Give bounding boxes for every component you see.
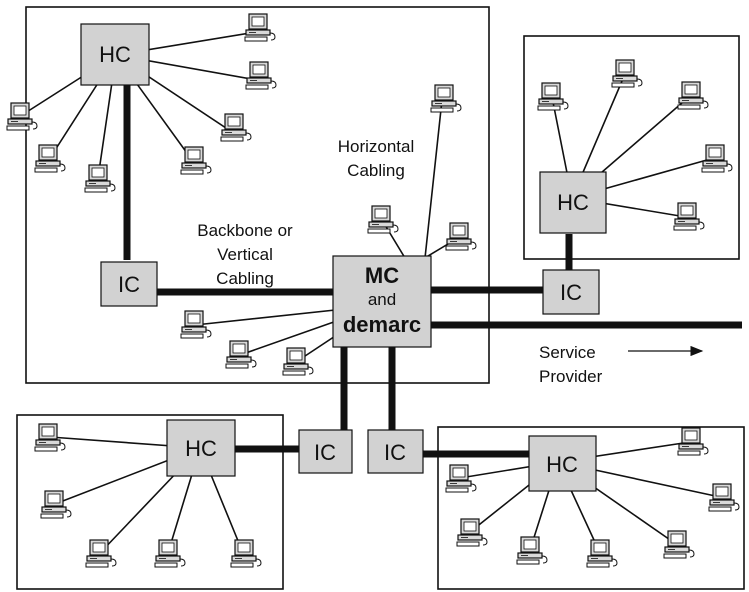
hc-bottom-right-node: HC (528, 435, 597, 492)
svg-text:Provider: Provider (539, 367, 603, 386)
svg-text:HC: HC (546, 452, 578, 477)
svg-text:IC: IC (118, 272, 140, 297)
svg-text:HC: HC (185, 436, 217, 461)
hc-top-left-node: HC (80, 23, 150, 86)
svg-text:IC: IC (560, 280, 582, 305)
svg-text:Cabling: Cabling (347, 161, 405, 180)
svg-text:HC: HC (557, 190, 589, 215)
backbone-cables (123, 84, 742, 458)
hc-bottom-left-node: HC (166, 419, 236, 477)
svg-text:Vertical: Vertical (217, 245, 273, 264)
backbone-cabling-label: Backbone or Vertical Cabling (197, 221, 293, 288)
horizontal-cabling-label: Horizontal Cabling (338, 137, 415, 180)
ic-right-node: IC (542, 269, 600, 315)
hc-right-node: HC (539, 171, 607, 234)
svg-text:and: and (368, 290, 396, 309)
service-provider-label: Service Provider (539, 343, 704, 386)
mc-demarc-node: MC and demarc (332, 255, 432, 348)
svg-text:Cabling: Cabling (216, 269, 274, 288)
svg-text:Service: Service (539, 343, 596, 362)
ic-bottom-left-node: IC (298, 429, 353, 474)
svg-text:IC: IC (314, 440, 336, 465)
ic-bottom-right-node: IC (367, 429, 424, 474)
svg-text:IC: IC (384, 440, 406, 465)
svg-text:demarc: demarc (343, 312, 421, 337)
svg-text:MC: MC (365, 263, 399, 288)
ic-left-node: IC (100, 261, 158, 307)
svg-text:Horizontal: Horizontal (338, 137, 415, 156)
svg-text:HC: HC (99, 42, 131, 67)
svg-text:Backbone or: Backbone or (197, 221, 293, 240)
